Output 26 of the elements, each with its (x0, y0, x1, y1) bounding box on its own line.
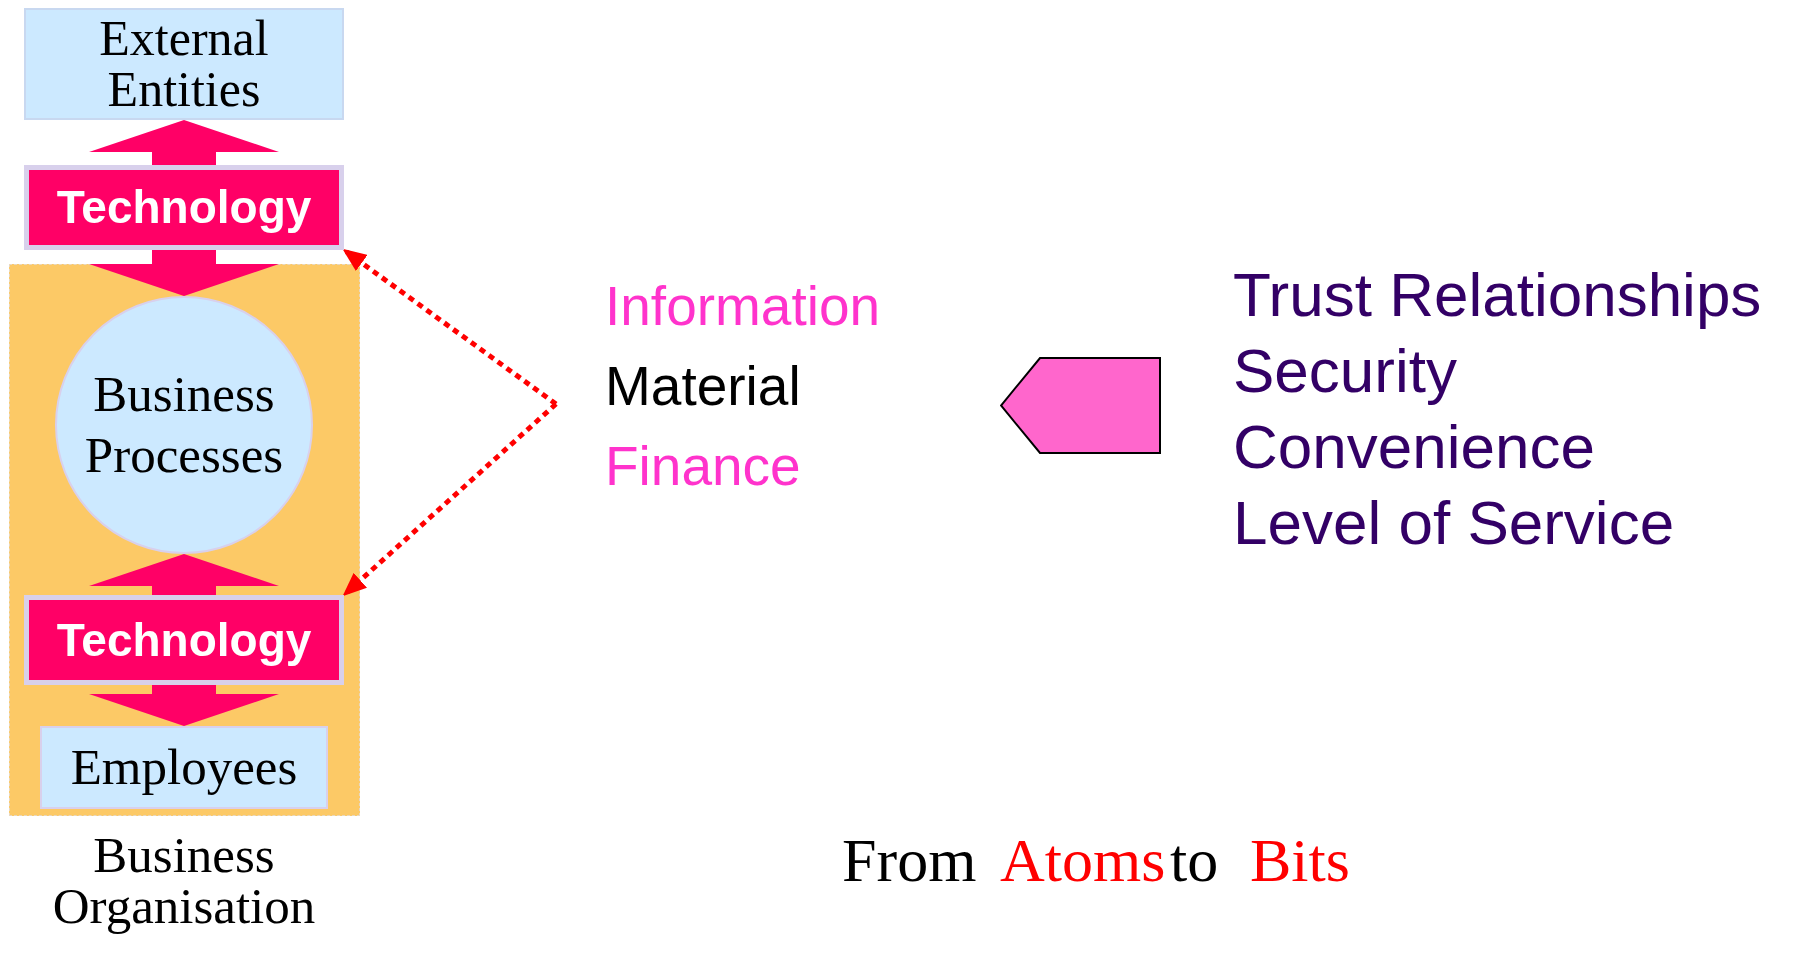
text-label: Level of Service (1233, 489, 1675, 558)
entity-box (24, 8, 344, 120)
panel-caption: Business Organisation (51, 830, 317, 932)
text-label: Trust Relationships (1233, 261, 1762, 330)
text-label: Atoms (1000, 826, 1166, 895)
node-label: External Entities (98, 13, 270, 115)
technology-box (24, 595, 344, 685)
text-label: Bits (1250, 826, 1350, 895)
block-arrow (89, 685, 279, 726)
node-label: Employees (70, 738, 298, 798)
node-label: Business Processes (83, 364, 285, 485)
dotted-arrow (342, 402, 558, 597)
flow-label: Finance (605, 434, 801, 499)
dotted-arrow (342, 247, 558, 407)
text-label: Security (1233, 337, 1457, 406)
node-label: Technology (56, 612, 312, 668)
flow-label: Material (605, 354, 801, 419)
block-arrow (89, 120, 279, 165)
text-label: to (1170, 826, 1219, 895)
text-label: Convenience (1233, 413, 1595, 482)
technology-box (24, 165, 344, 250)
block-arrow (89, 554, 279, 595)
node-label: Technology (56, 180, 312, 235)
employees-box (40, 726, 328, 809)
flow-label: Information (605, 274, 881, 339)
text-label: From (842, 826, 977, 895)
